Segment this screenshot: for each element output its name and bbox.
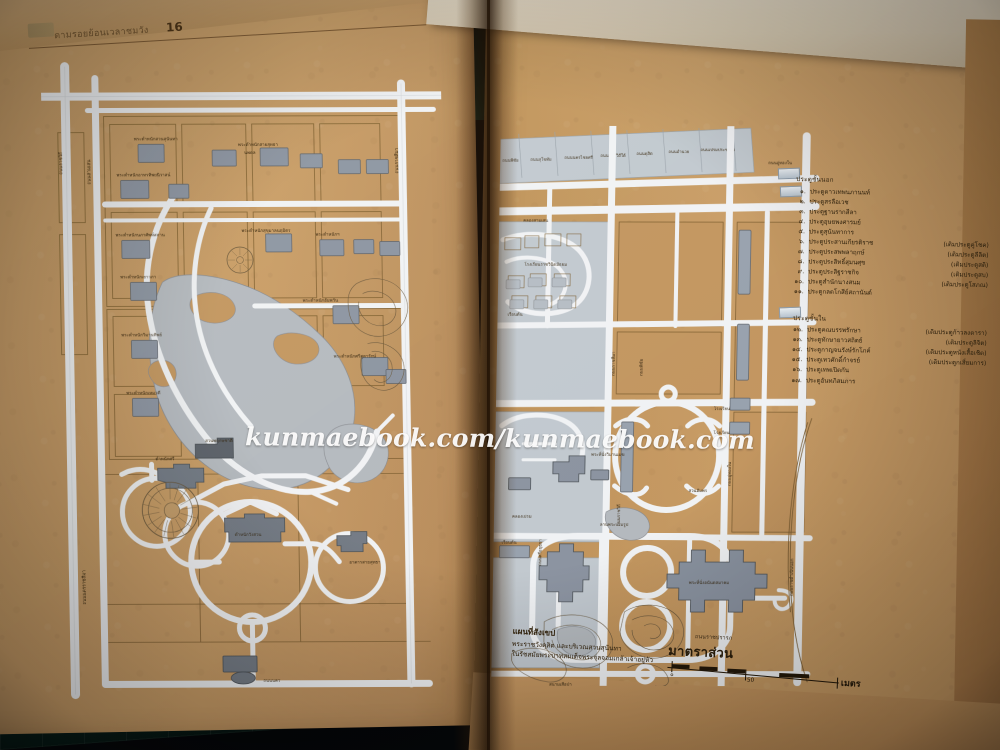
svg-text:ลานพระบรมรูป: ลานพระบรมรูป: [600, 522, 629, 528]
site-map-right: ถนนพิชัย ถนนสุโขทัย ถนนนครไชยศรี ถนนราชว…: [491, 125, 821, 687]
legend-label: ประตูกลดโกสีย์สถานันต์: [807, 288, 872, 298]
svg-text:สวนอัมพร: สวนอัมพร: [688, 488, 707, 494]
svg-text:พระตำหนักสุขุมาลนฤมิตร: พระตำหนักสุขุมาลนฤมิตร: [241, 228, 291, 234]
legend-number: ๘.: [797, 258, 805, 266]
legend-label: ประตูอันทภิสมภาร: [805, 376, 856, 385]
scale-segment: [671, 663, 690, 669]
scale-segment: [727, 668, 746, 673]
svg-text:ถนนสุโขทัย: ถนนสุโขทัย: [530, 157, 552, 163]
svg-text:พระตำหนักเหมวดี: พระตำหนักเหมวดี: [126, 390, 160, 396]
svg-text:ตำหนักศรี: ตำหนักศรี: [155, 456, 175, 462]
svg-text:พระตำหนักอาทรทิพยนิวาสน์: พระตำหนักอาทรทิพยนิวาสน์: [116, 172, 170, 178]
svg-text:สวนพฤกษชาติ: สวนพฤกษชาติ: [205, 438, 233, 444]
svg-text:ถนนราชดำเนินนอก: ถนนราชดำเนินนอก: [789, 558, 796, 596]
svg-text:พระตำหนักศรีสุดารักษ์: พระตำหนักศรีสุดารักษ์: [334, 354, 377, 360]
svg-text:ถนนราชวิถี: ถนนราชวิถี: [616, 504, 622, 526]
legend-number: ๑.: [799, 187, 806, 195]
svg-text:พระตำหนักวิมานทิพย์: พระตำหนักวิมานทิพย์: [121, 332, 162, 338]
legend-number: ๑๒.: [792, 326, 804, 334]
legend-alt-name: (เดิมประตูโสภณ): [941, 281, 989, 290]
svg-text:ถนนอำนวย: ถนนอำนวย: [668, 149, 689, 154]
legend-number: ๑๖.: [792, 366, 803, 374]
svg-text:ถนนศรีอยุธยา: ถนนศรีอยุธยา: [537, 539, 543, 566]
legend-number: ๗.: [797, 248, 805, 256]
svg-text:คลองสามเสน: คลองสามเสน: [523, 218, 548, 224]
book-gutter-shadow: [453, 0, 519, 750]
svg-text:ถนนสามเสน: ถนนสามเสน: [86, 159, 92, 185]
legend-list-inner: ๑๒. ประตูคณบรรพรักษา (เดิมประตูก้าวลงดาร…: [786, 325, 987, 390]
scale-bar: ถนนราชปรารภ มาตราส่วน ๐ 50 เมตร: [667, 632, 861, 690]
legend-number: ๙.: [797, 268, 805, 276]
svg-text:ถนนราชสีมา: ถนนราชสีมา: [393, 147, 400, 173]
legend-number: ๔.: [798, 217, 806, 226]
svg-text:พระตำหนักนภาศัพท์สถาน: พระตำหนักนภาศัพท์สถาน: [116, 232, 165, 238]
svg-text:พระตำหนักเยาวภา: พระตำหนักเยาวภา: [120, 274, 156, 280]
scale-label-mid: 50: [746, 677, 755, 684]
legend-alt-name: (เดิมประตูก้าวลงดารา): [925, 328, 988, 338]
legend-number: ๓.: [799, 207, 806, 215]
svg-text:โรงเรียน: โรงเรียน: [713, 429, 729, 436]
svg-text:ถนนนครไชยศรี: ถนนนครไชยศรี: [564, 154, 593, 160]
legend-number: ๑๗.: [791, 376, 802, 384]
svg-text:ถนนอู่ทองใน: ถนนอู่ทองใน: [727, 462, 733, 486]
book-spine-line: [487, 0, 490, 750]
svg-text:พระตำหนักอัมพวัน: พระตำหนักอัมพวัน: [303, 298, 338, 304]
svg-text:ตำหนักวังสวน: ตำหนักวังสวน: [235, 532, 262, 538]
svg-text:นพดล: นพดล: [244, 150, 256, 156]
svg-text:ถนนราชวิถี: ถนนราชวิถี: [57, 152, 64, 175]
legend-number: ๖.: [798, 238, 805, 246]
legend-number: ๑๔.: [791, 346, 803, 354]
svg-text:ถนนเปรมประชากร: ถนนเปรมประชากร: [700, 147, 735, 152]
svg-text:พระตำหนักสวนสุนันทา: พระตำหนักสวนสุนันทา: [134, 136, 178, 142]
scale-segment: [699, 665, 718, 671]
svg-text:โรงเรียนราชวินิตมัธยม: โรงเรียนราชวินิตมัธยม: [524, 261, 567, 268]
svg-text:พระที่นั่งอนันตสมาคม: พระที่นั่งอนันตสมาคม: [689, 579, 729, 586]
legend-number: ๑๓.: [792, 336, 803, 344]
legend-number: ๑๕.: [791, 356, 803, 364]
map-legend: ประตูชั้นนอก ๑. ประตูดาวเทพนภานนท์ ๒. ปร…: [786, 174, 990, 390]
legend-list-outer: ๑. ประตูดาวเทพนภานนท์ ๒. ประตูสรลือเวช ๓…: [788, 186, 990, 301]
svg-text:คลองเปรม: คลองเปรม: [512, 514, 532, 520]
svg-text:ถนนราชสีมา: ถนนราชสีมา: [611, 351, 617, 376]
svg-text:พระตำหนักสายสุทธา: พระตำหนักสายสุทธา: [238, 142, 279, 148]
svg-text:ถนนอู่ทองใน: ถนนอู่ทองใน: [768, 160, 792, 166]
svg-text:ถนนพิชัย: ถนนพิชัย: [639, 358, 645, 376]
scale-label-start: ๐: [669, 672, 674, 679]
svg-text:พระที่นั่งวิมานเมฆ: พระที่นั่งวิมานเมฆ: [591, 451, 625, 458]
legend-number: ๒.: [799, 197, 806, 205]
svg-text:พระตำหนักฯ: พระตำหนักฯ: [316, 232, 341, 238]
legend-number: ๕.: [798, 227, 806, 236]
legend-number: ๑๐.: [794, 278, 805, 286]
svg-text:ถนนนคร: ถนนนคร: [263, 678, 281, 684]
page-number: 16: [165, 19, 184, 35]
scale-unit: เมตร: [840, 678, 861, 690]
svg-text:สนามเสือป่า: สนามเสือป่า: [549, 682, 572, 686]
legend-alt-name: (เดิมประตูกเสี่ยมการ): [928, 359, 987, 368]
site-map-left: พระตำหนักสวนสุนันทา พระตำหนักสายสุทธา นพ…: [40, 43, 452, 704]
legend-number: ๑๑.: [793, 288, 804, 296]
svg-text:ถนนดุสิต: ถนนดุสิต: [636, 151, 653, 157]
svg-text:โรงเรียน: โรงเรียน: [714, 405, 730, 412]
svg-text:ถนนนครราชสีมา: ถนนนครราชสีมา: [80, 570, 88, 605]
publisher-logo: [27, 22, 55, 38]
svg-text:อาคารสายสุทธา: อาคารสายสุทธา: [349, 560, 381, 566]
running-title: ตามรอยย้อนเวลาชมวัง: [54, 25, 149, 42]
